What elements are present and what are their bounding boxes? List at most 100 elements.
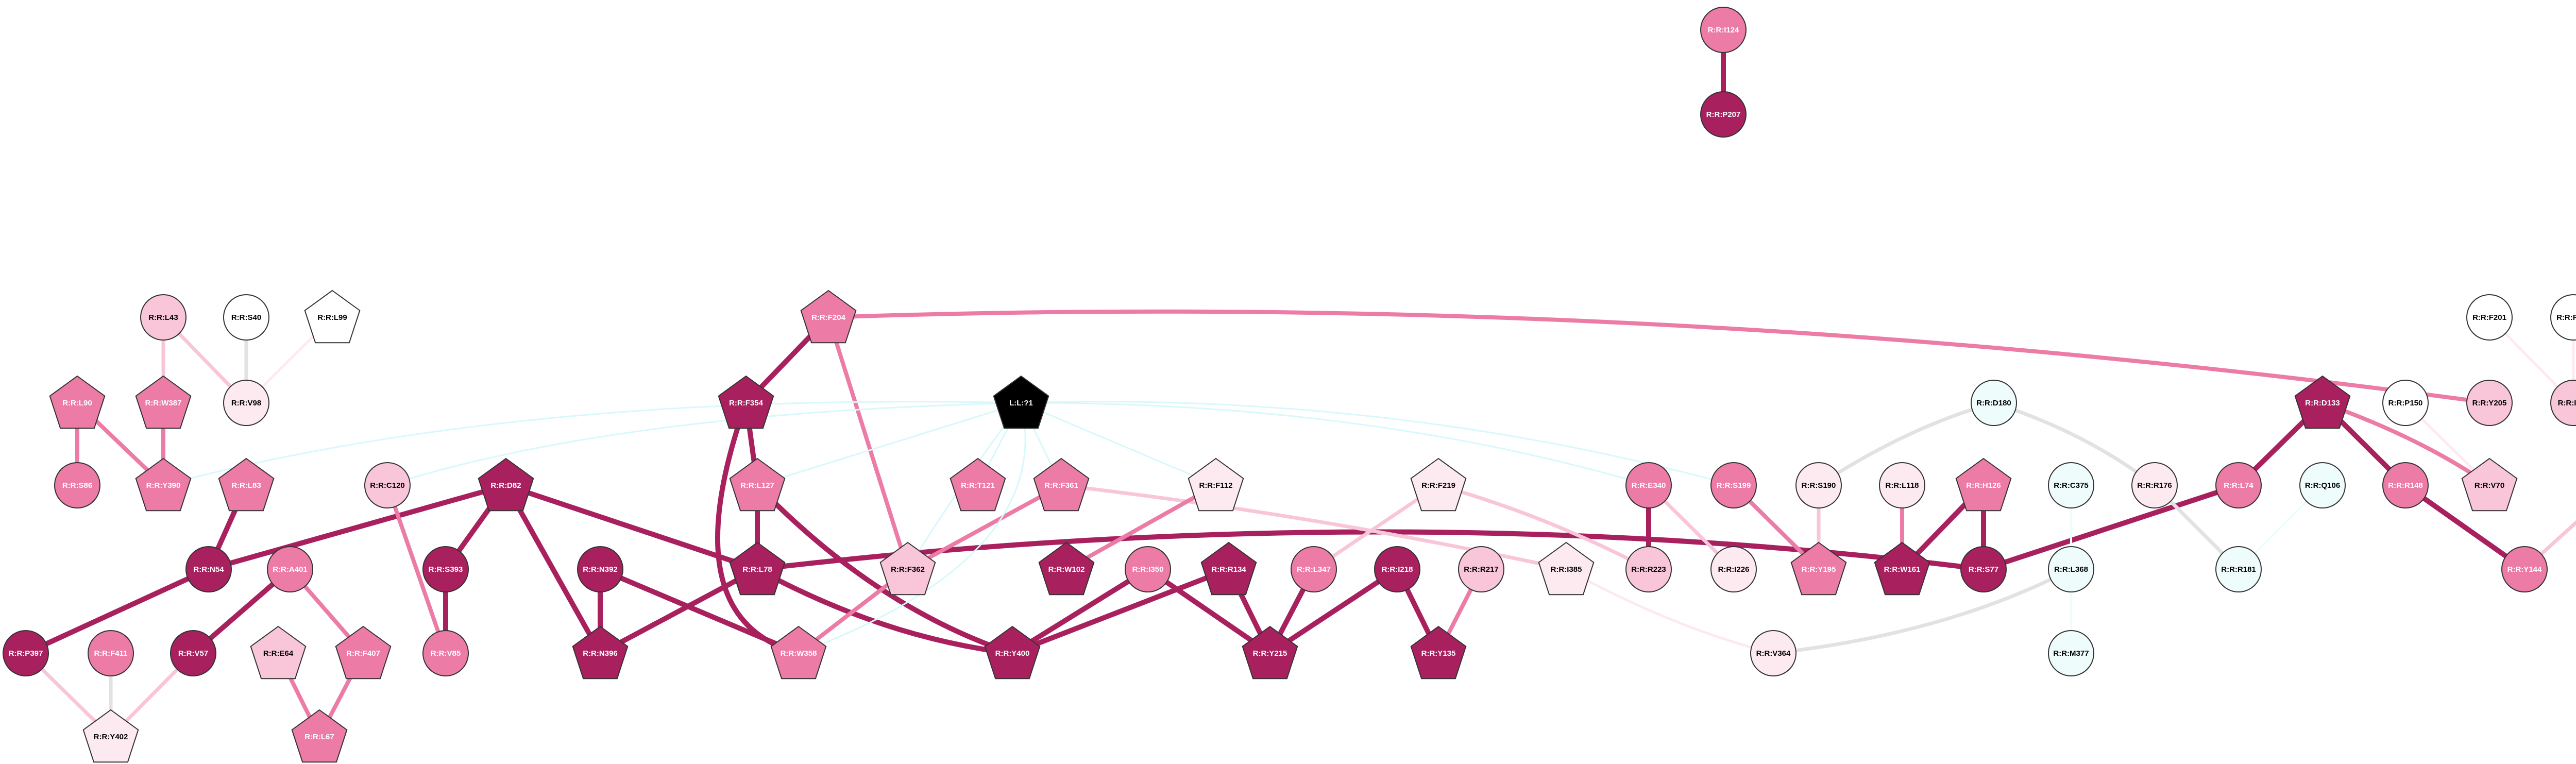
node-r-r-r134: R:R:R134 xyxy=(1200,541,1257,596)
node-label: R:R:Y215 xyxy=(1253,649,1287,658)
node-r-r-l67: R:R:L67 xyxy=(291,709,348,763)
node-label: R:R:Y400 xyxy=(995,649,1030,658)
node-pentagon-shape xyxy=(135,375,192,429)
node-circle-shape xyxy=(577,546,623,592)
node-label: R:R:R134 xyxy=(1211,565,1246,574)
node-label: R:R:V85 xyxy=(431,649,461,658)
node-pentagon-shape xyxy=(718,375,774,429)
node-r-r-f370: R:R:F370 xyxy=(2550,294,2576,341)
node-r-r-q106: R:R:Q106 xyxy=(2299,462,2346,508)
node-r-r-p207: R:R:P207 xyxy=(1700,91,1747,138)
node-circle-shape xyxy=(2382,462,2429,508)
node-circle-shape xyxy=(2048,462,2094,508)
node-r-r-i350: R:R:I350 xyxy=(1125,546,1171,592)
node-label: R:R:H126 xyxy=(1966,481,2001,490)
node-pentagon-shape xyxy=(800,290,857,344)
node-r-r-v70: R:R:V70 xyxy=(2461,457,2518,512)
node-circle-shape xyxy=(2048,546,2094,592)
node-r-r-l99: R:R:L99 xyxy=(304,290,361,344)
node-r-r-f201: R:R:F201 xyxy=(2466,294,2513,341)
node-label: R:R:Y195 xyxy=(1802,565,1836,574)
node-pentagon-shape xyxy=(729,457,786,512)
node-pentagon-shape xyxy=(135,457,192,512)
node-circle-shape xyxy=(2466,294,2513,341)
node-circle-shape xyxy=(1750,630,1797,676)
node-label: R:R:F362 xyxy=(891,565,925,574)
node-label: R:R:C375 xyxy=(2054,481,2089,490)
node-r-r-r148: R:R:R148 xyxy=(2382,462,2429,508)
node-circle-shape xyxy=(2215,462,2262,508)
node-circle-shape xyxy=(1795,462,1842,508)
node-label: R:R:F354 xyxy=(729,399,764,408)
node-pentagon-shape xyxy=(82,709,139,763)
node-r-r-l74: R:R:L74 xyxy=(2215,462,2262,508)
edge-r-r-l368-to-r-r-v364 xyxy=(1771,567,2073,655)
node-circle-shape xyxy=(2501,546,2548,592)
node-pentagon-shape xyxy=(770,625,827,680)
node-label: R:R:I124 xyxy=(1708,26,1740,35)
node-circle-shape xyxy=(1700,7,1747,53)
edge-r-r-d82-to-r-r-l78 xyxy=(503,483,760,572)
node-r-r-h126: R:R:H126 xyxy=(1955,457,2012,512)
node-circle-shape xyxy=(2299,462,2346,508)
node-pentagon-shape xyxy=(250,625,307,680)
node-r-r-s393: R:R:S393 xyxy=(422,546,469,592)
node-r-r-r176: R:R:R176 xyxy=(2131,462,2178,508)
node-label: R:R:F361 xyxy=(1044,481,1078,490)
node-label: R:R:F219 xyxy=(1421,481,1455,490)
node-label: R:R:S190 xyxy=(1802,481,1836,490)
node-label: R:R:F370 xyxy=(2556,313,2576,322)
node-label: R:R:S199 xyxy=(1717,481,1751,490)
node-circle-shape xyxy=(1458,546,1504,592)
node-pentagon-shape xyxy=(1874,541,1930,596)
node-pentagon-shape xyxy=(1955,457,2012,512)
node-label: R:R:V98 xyxy=(231,399,261,408)
node-label: R:R:L99 xyxy=(317,313,347,322)
node-label: R:R:L127 xyxy=(740,481,774,490)
node-label: R:R:S40 xyxy=(231,313,261,322)
node-r-r-i197: R:R:I197 xyxy=(2550,380,2576,426)
node-r-r-w102: R:R:W102 xyxy=(1038,541,1095,596)
node-label: R:R:R217 xyxy=(1464,565,1499,574)
node-r-r-l368: R:R:L368 xyxy=(2048,546,2094,592)
edge-r-r-f112-to-r-r-w102 xyxy=(1064,483,1218,571)
node-pentagon-shape xyxy=(1538,541,1595,596)
edge-r-r-i385-to-r-r-v364 xyxy=(1565,568,1775,655)
node-r-r-e64: R:R:E64 xyxy=(250,625,307,680)
node-pentagon-shape xyxy=(879,541,936,596)
node-r-r-y195: R:R:Y195 xyxy=(1790,541,1847,596)
node-label: R:R:C120 xyxy=(370,481,405,490)
node-pentagon-shape xyxy=(572,625,629,680)
edge-r-r-f361-to-r-r-f362 xyxy=(906,483,1063,571)
node-circle-shape xyxy=(1710,546,1757,592)
node-label: R:R:L67 xyxy=(304,733,334,741)
node-label: R:R:N396 xyxy=(583,649,618,658)
node-r-r-v364: R:R:V364 xyxy=(1750,630,1797,676)
node-pentagon-shape xyxy=(1033,457,1090,512)
node-label: R:R:N392 xyxy=(583,565,618,574)
node-pentagon-shape xyxy=(478,457,534,512)
node-label: R:R:L118 xyxy=(1885,481,1919,490)
node-label: R:R:I226 xyxy=(1718,565,1750,574)
edge-r-r-r134-to-r-r-y400 xyxy=(1010,567,1231,656)
node-circle-shape xyxy=(2215,546,2262,592)
node-label: R:R:W358 xyxy=(781,649,817,658)
node-label: R:R:R181 xyxy=(2221,565,2256,574)
edge-r-r-l78-to-r-r-y400 xyxy=(755,567,1015,656)
node-r-r-d82: R:R:D82 xyxy=(478,457,534,512)
node-r-r-r217: R:R:R217 xyxy=(1458,546,1504,592)
node-pentagon-shape xyxy=(49,375,106,429)
node-circle-shape xyxy=(1125,546,1171,592)
node-r-r-s77: R:R:S77 xyxy=(1960,546,2007,592)
node-pentagon-shape xyxy=(1188,457,1244,512)
node-r-r-s86: R:R:S86 xyxy=(54,462,100,508)
node-label: R:R:F407 xyxy=(346,649,380,658)
node-r-r-i385: R:R:I385 xyxy=(1538,541,1595,596)
node-r-r-l127: R:R:L127 xyxy=(729,457,786,512)
node-label: R:R:Y144 xyxy=(2507,565,2542,574)
node-label: R:R:I350 xyxy=(1132,565,1164,574)
edge-r-r-l74-to-r-r-s77 xyxy=(1981,483,2241,572)
node-pentagon-shape xyxy=(291,709,348,763)
node-pentagon-shape xyxy=(2461,457,2518,512)
